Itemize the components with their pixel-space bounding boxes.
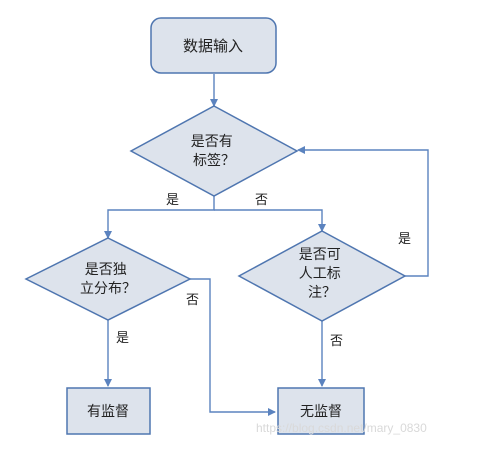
decision-human-label: 是否可 人工标 注？ bbox=[237, 230, 407, 322]
svg-text:是否有 标签？: 是否有 标签？ bbox=[191, 134, 237, 169]
node-supervised-label: 有监督 bbox=[87, 404, 129, 420]
edge-label-labeled-no: 否 bbox=[255, 193, 268, 208]
decision-independent: 是否独 立分布？ bbox=[24, 237, 192, 321]
node-data-input-label: 数据输入 bbox=[183, 37, 243, 55]
edge-label-human-no: 否 bbox=[330, 334, 343, 349]
node-unsupervised-label: 无监督 bbox=[300, 404, 342, 420]
edge-human-yes bbox=[297, 146, 429, 277]
node-supervised: 有监督 bbox=[66, 387, 151, 435]
svg-text:是否独 立分布？: 是否独 立分布？ bbox=[80, 262, 136, 297]
decision-independent-line1: 是否独 bbox=[85, 262, 127, 278]
decision-human-label-line2: 人工标 bbox=[299, 266, 341, 282]
edge-label-labeled-yes: 是 bbox=[166, 193, 179, 208]
decision-human-label-line1: 是否可 bbox=[299, 247, 341, 263]
decision-human-label-line3: 注？ bbox=[308, 285, 336, 301]
connectors bbox=[104, 74, 429, 416]
decision-has-labels: 是否有 标签？ bbox=[129, 105, 299, 197]
edge-independent-no bbox=[190, 278, 276, 416]
edge-labeled-no bbox=[214, 209, 326, 232]
watermark-text: https://blog.csdn.net/mary_0830 bbox=[256, 421, 427, 435]
node-unsupervised: 无监督 bbox=[277, 387, 365, 435]
svg-text:是否可 人工标 注？: 是否可 人工标 注？ bbox=[299, 247, 345, 301]
node-data-input: 数据输入 bbox=[150, 17, 277, 74]
decision-has-labels-line1: 是否有 bbox=[191, 134, 233, 150]
edge-labeled-yes bbox=[104, 196, 215, 239]
edge-label-independent-yes: 是 bbox=[116, 331, 129, 346]
decision-independent-line2: 立分布？ bbox=[80, 281, 136, 297]
edge-label-independent-no: 否 bbox=[186, 293, 199, 308]
decision-has-labels-line2: 标签？ bbox=[193, 152, 235, 169]
edge-label-human-yes: 是 bbox=[398, 232, 411, 247]
